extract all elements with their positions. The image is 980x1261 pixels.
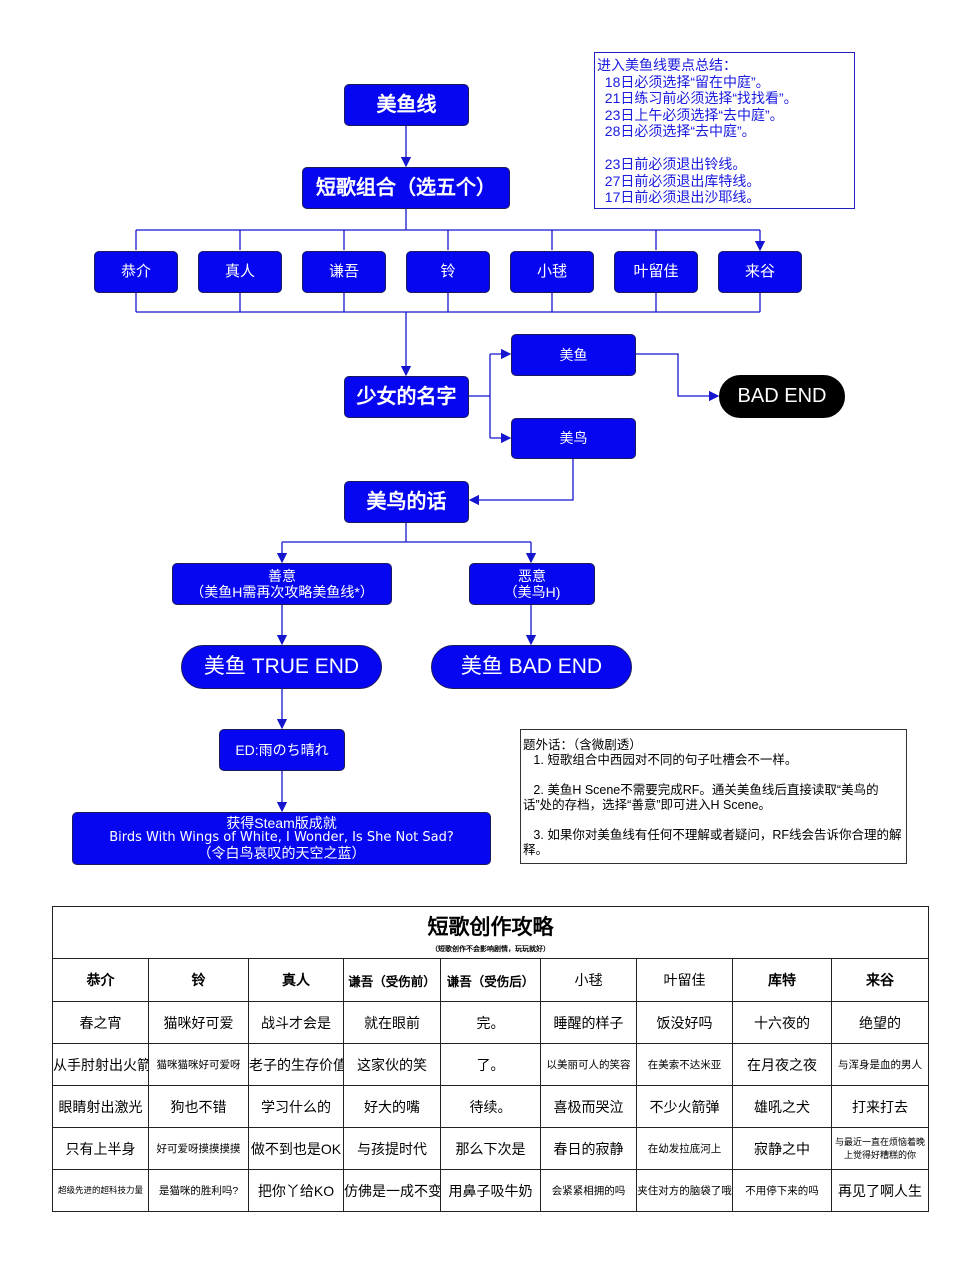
table-cell: 不少火箭弹 — [636, 1085, 733, 1128]
table-cell: 再见了啊人生 — [830, 1169, 930, 1212]
node-steam-achievement: 获得Steam版成就 Birds With Wings of White, I … — [72, 812, 491, 865]
table-cell: 这家伙的笑 — [343, 1043, 441, 1086]
table-row: 从手肘射出火箭猫咪猫咪好可爱呀老子的生存价值这家伙的笑了。以美丽可人的笑容在美索… — [52, 1043, 930, 1086]
table-cell: 从手肘射出火箭 — [52, 1043, 149, 1086]
table-cell: 会紧紧相拥的吗 — [540, 1169, 637, 1212]
table-cell: 绝望的 — [830, 1001, 930, 1044]
node-choice-meiniao: 美鸟 — [511, 418, 636, 459]
table-cell: 睡醒的样子 — [540, 1001, 637, 1044]
column-header: 库特 — [732, 958, 832, 1002]
table-cell: 那么下次是 — [440, 1127, 541, 1170]
table-cell: 在月夜之夜 — [732, 1043, 832, 1086]
node-meiyu-route: 美鱼线 — [344, 84, 469, 126]
table-cell: 战斗才会是 — [248, 1001, 344, 1044]
summary-note: 进入美鱼线要点总结： 18日必须选择“留在中庭”。 21日练习前必须选择“找找看… — [594, 52, 855, 209]
table-cell: 春日的寂静 — [540, 1127, 637, 1170]
tanka-table: 短歌创作攻略 （短歌创作不会影响剧情，玩玩就好） 恭介 铃 真人 谦吾（受伤前）… — [51, 906, 930, 1212]
node-character: 小毬 — [510, 251, 594, 293]
column-header: 来谷 — [830, 958, 930, 1002]
node-character: 真人 — [198, 251, 282, 293]
node-character: 谦吾 — [302, 251, 386, 293]
steam-line-2: Birds With Wings of White, I Wonder, Is … — [109, 830, 454, 846]
node-tanka-combo: 短歌组合（选五个） — [302, 167, 510, 209]
table-cell: 好大的嘴 — [343, 1085, 441, 1128]
node-girl-name: 少女的名字 — [344, 376, 469, 418]
node-ill-will: 恶意 （美鸟H) — [469, 563, 595, 605]
table-subtitle: （短歌创作不会影响剧情，玩玩就好） — [431, 946, 550, 953]
node-choice-meiyu: 美鱼 — [511, 334, 636, 376]
table-cell: 不用停下来的吗 — [732, 1169, 832, 1212]
table-cell: 完。 — [440, 1001, 541, 1044]
table-cell: 春之宵 — [52, 1001, 149, 1044]
table-cell: 喜极而哭泣 — [540, 1085, 637, 1128]
table-cell: 以美丽可人的笑容 — [540, 1043, 637, 1086]
table-cell: 十六夜的 — [732, 1001, 832, 1044]
table-cell: 寂静之中 — [732, 1127, 832, 1170]
table-cell: 在幼发拉底河上 — [636, 1127, 733, 1170]
table-cell: 在美索不达米亚 — [636, 1043, 733, 1086]
node-character: 来谷 — [718, 251, 802, 293]
table-cell: 把你丫给KO — [248, 1169, 344, 1212]
table-cell: 打来打去 — [830, 1085, 930, 1128]
node-meiniao-words: 美鸟的话 — [344, 481, 469, 523]
column-header: 叶留佳 — [636, 958, 733, 1002]
table-cell: 狗也不错 — [148, 1085, 249, 1128]
table-cell: 是猫咪的胜利吗? — [148, 1169, 249, 1212]
table-cell: 与浑身是血的男人 — [830, 1043, 930, 1086]
column-header: 小毬 — [540, 958, 637, 1002]
good-will-title: 善意 — [268, 567, 296, 584]
table-cell: 待续。 — [440, 1085, 541, 1128]
node-character: 恭介 — [94, 251, 178, 293]
node-character: 叶留佳 — [614, 251, 698, 293]
table-cell: 雄吼之犬 — [732, 1085, 832, 1128]
ill-will-sub: （美鸟H) — [503, 584, 561, 600]
node-character: 铃 — [406, 251, 490, 293]
node-meiyu-bad-end: 美鱼 BAD END — [431, 645, 632, 689]
table-cell: 与孩提时代 — [343, 1127, 441, 1170]
table-row: 眼睛射出激光狗也不错学习什么的好大的嘴待续。喜极而哭泣不少火箭弹雄吼之犬打来打去 — [52, 1085, 930, 1128]
node-true-end: 美鱼 TRUE END — [181, 645, 382, 689]
table-cell: 超级先进的超科技力量 — [52, 1169, 149, 1212]
table-cell: 猫咪猫咪好可爱呀 — [148, 1043, 249, 1086]
ill-will-title: 恶意 — [518, 567, 546, 584]
table-header-row: 恭介 铃 真人 谦吾（受伤前） 谦吾（受伤后） 小毬 叶留佳 库特 来谷 — [52, 958, 930, 1002]
table-cell: 了。 — [440, 1043, 541, 1086]
table-cell: 眼睛射出激光 — [52, 1085, 149, 1128]
table-cell: 好可爱呀摸摸摸摸 — [148, 1127, 249, 1170]
good-will-sub: （美鱼H需再次攻略美鱼线*） — [190, 584, 374, 600]
table-cell: 仿佛是一成不变 — [343, 1169, 441, 1212]
column-header: 铃 — [148, 958, 249, 1002]
node-ed-song: ED:雨のち晴れ — [219, 729, 345, 771]
table-row: 春之宵猫咪好可爱战斗才会是就在眼前完。睡醒的样子饭没好吗十六夜的绝望的 — [52, 1001, 930, 1044]
table-cell: 饭没好吗 — [636, 1001, 733, 1044]
table-cell: 与最近一直在烦恼着晚上觉得好糟糕的你 — [830, 1127, 930, 1170]
column-header: 谦吾（受伤后） — [440, 958, 541, 1002]
table-title: 短歌创作攻略 — [427, 916, 554, 939]
table-title-cell: 短歌创作攻略 （短歌创作不会影响剧情，玩玩就好） — [51, 906, 930, 959]
node-bad-end: BAD END — [719, 375, 845, 418]
steam-line-1: 获得Steam版成就 — [226, 814, 337, 831]
table-cell: 用鼻子吸牛奶 — [440, 1169, 541, 1212]
table-cell: 只有上半身 — [52, 1127, 149, 1170]
table-cell: 猫咪好可爱 — [148, 1001, 249, 1044]
column-header: 谦吾（受伤前） — [343, 958, 441, 1002]
table-cell: 做不到也是OK — [248, 1127, 344, 1170]
table-cell: 学习什么的 — [248, 1085, 344, 1128]
steam-line-3: （令白鸟哀叹的天空之蓝） — [197, 844, 366, 861]
table-cell: 夹住对方的脑袋了哦 — [636, 1169, 733, 1212]
node-good-will: 善意 （美鱼H需再次攻略美鱼线*） — [172, 563, 392, 605]
table-cell: 就在眼前 — [343, 1001, 441, 1044]
column-header: 真人 — [248, 958, 344, 1002]
aside-note: 题外话：（含微剧透） 1. 短歌组合中西园对不同的句子吐槽会不一样。 2. 美鱼… — [520, 729, 907, 864]
connector-lines — [135, 125, 980, 813]
column-header: 恭介 — [52, 958, 149, 1002]
table-cell: 老子的生存价值 — [248, 1043, 344, 1086]
